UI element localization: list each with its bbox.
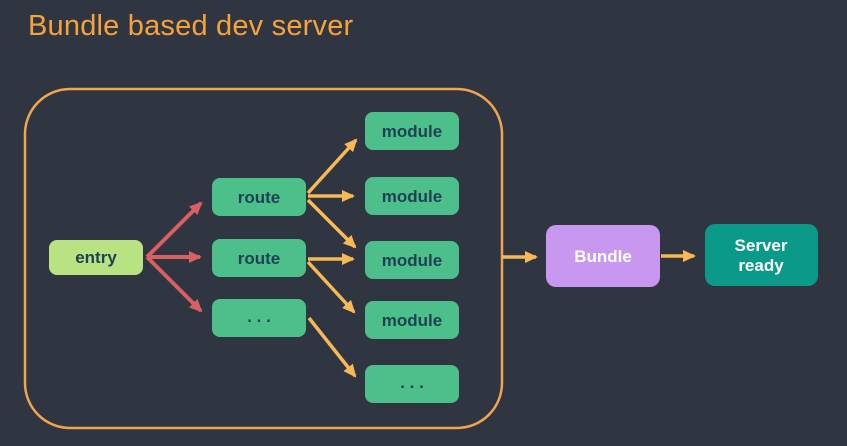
bundle-label: Bundle bbox=[574, 247, 632, 266]
server-ready-box bbox=[705, 224, 818, 286]
node-module-4: module bbox=[365, 301, 459, 339]
module-1-label: module bbox=[382, 122, 442, 141]
module-4-label: module bbox=[382, 311, 442, 330]
node-entry: entry bbox=[49, 240, 143, 275]
edge-route-2-module-4 bbox=[306, 260, 356, 314]
edges-entry-to-routes bbox=[145, 201, 203, 313]
node-module-3: module bbox=[365, 241, 459, 279]
module-2-box bbox=[365, 177, 459, 215]
node-server-ready: Server ready bbox=[705, 224, 818, 286]
route-3-label: . . . bbox=[247, 307, 271, 326]
node-module-1: module bbox=[365, 112, 459, 150]
route-1-label: route bbox=[238, 188, 281, 207]
edges-output bbox=[502, 250, 696, 263]
route-2-box bbox=[212, 239, 306, 277]
server-ready-label-line1: Server bbox=[735, 236, 788, 255]
node-route-3: . . . bbox=[212, 299, 306, 337]
module-4-box bbox=[365, 301, 459, 339]
server-ready-label-line2: ready bbox=[738, 256, 784, 275]
module-1-box bbox=[365, 112, 459, 150]
edge-route-3-module-5 bbox=[307, 316, 357, 378]
module-3-box bbox=[365, 241, 459, 279]
module-5-box bbox=[365, 365, 459, 403]
bundle-box bbox=[546, 225, 660, 287]
route-2-label: route bbox=[238, 249, 281, 268]
node-route-2: route bbox=[212, 239, 306, 277]
entry-label: entry bbox=[75, 248, 117, 267]
route-1-box bbox=[212, 178, 306, 216]
node-module-2: module bbox=[365, 177, 459, 215]
edge-route-1-module-1 bbox=[306, 138, 358, 195]
node-route-1: route bbox=[212, 178, 306, 216]
edge-entry-route-3 bbox=[145, 255, 203, 313]
entry-box bbox=[49, 240, 143, 275]
route-3-box bbox=[212, 299, 306, 337]
node-module-5: . . . bbox=[365, 365, 459, 403]
module-2-label: module bbox=[382, 187, 442, 206]
node-bundle: Bundle bbox=[546, 225, 660, 287]
edge-route-1-module-3 bbox=[306, 198, 357, 249]
edge-entry-route-1 bbox=[145, 201, 203, 259]
edges-routes-to-modules bbox=[306, 138, 358, 378]
page-title: Bundle based dev server bbox=[28, 10, 354, 42]
module-5-label: . . . bbox=[400, 373, 424, 392]
module-3-label: module bbox=[382, 251, 442, 270]
